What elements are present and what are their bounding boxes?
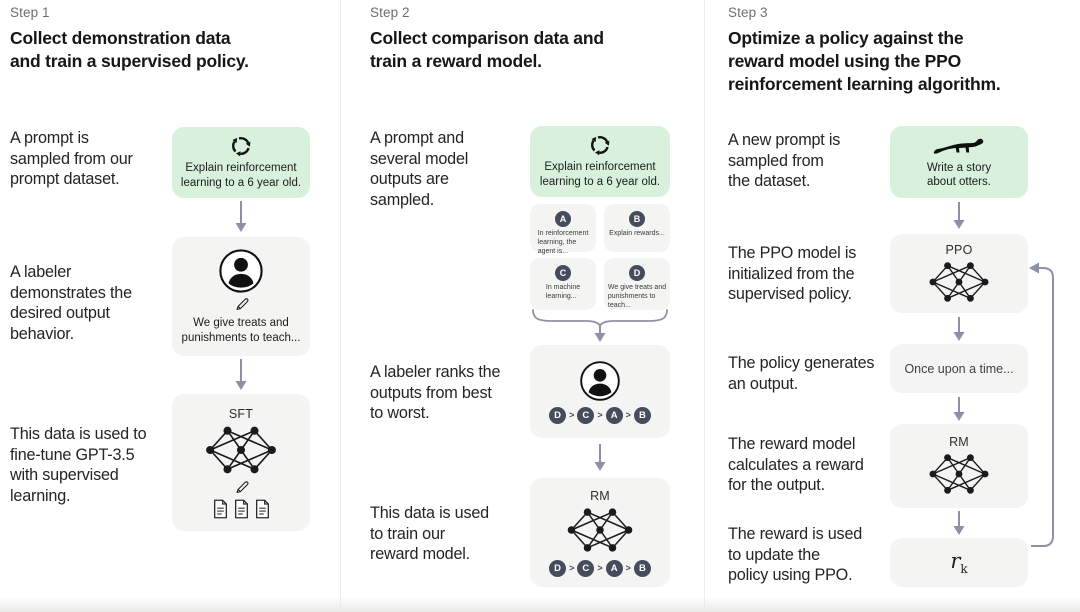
prompt-text: Explain reinforcement learning to a 6 ye…	[180, 162, 302, 189]
reward-symbol: rk	[950, 548, 968, 577]
step3-caption-reward: The reward model calculates a reward for…	[728, 435, 864, 495]
rank-badge: A	[605, 406, 623, 424]
neural-network-icon	[206, 426, 276, 473]
output-text: We give treats and punishments to teach.…	[607, 284, 667, 309]
model-label: SFT	[228, 406, 254, 421]
prompt-box-step2: Explain reinforcement learning to a 6 ye…	[530, 126, 670, 197]
output-badge: C	[555, 265, 571, 281]
column-divider	[340, 0, 341, 612]
step2-caption-training: This data is used to train our reward mo…	[370, 504, 489, 564]
arrow-down-icon	[953, 317, 965, 341]
step1-caption-labeler: A labeler demonstrates the desired outpu…	[10, 263, 132, 343]
rank-badge: C	[577, 559, 595, 577]
rank-separator: >	[625, 410, 631, 420]
step3-caption-update: The reward is used to update the policy …	[728, 525, 863, 585]
converge-brace-arrow	[532, 309, 668, 342]
labeler-ranking-box: D > C > A > B	[530, 345, 670, 438]
labeler-box-step1: We give treats and punishments to teach.…	[172, 237, 310, 356]
step3-caption-prompt: A new prompt is sampled from the dataset…	[728, 131, 841, 191]
output-box-d: D We give treats and punishments to teac…	[604, 258, 670, 310]
neural-network-icon	[567, 507, 633, 552]
user-icon	[219, 249, 263, 293]
step1-heading: Collect demonstration data and train a s…	[10, 28, 249, 71]
ranking-row: D > C > A > B	[549, 559, 651, 577]
rank-separator: >	[569, 410, 575, 420]
rank-badge: C	[577, 406, 595, 424]
policy-output-text: Once upon a time...	[904, 361, 1014, 376]
page-bottom-edge	[0, 597, 1080, 612]
output-badge: D	[629, 265, 645, 281]
neural-network-icon	[929, 261, 989, 302]
ppo-model-box: PPO	[890, 234, 1028, 313]
output-badge: A	[555, 211, 571, 227]
prompt-text: Write a story about otters.	[926, 161, 992, 188]
reward-value-box: rk	[890, 538, 1028, 587]
step3-caption-output: The policy generates an output.	[728, 354, 875, 393]
step2-caption-prompt: A prompt and several model outputs are s…	[370, 129, 469, 209]
step3-caption-init: The PPO model is initialized from the su…	[728, 244, 857, 304]
rank-badge: B	[633, 406, 651, 424]
arrow-down-icon	[235, 201, 247, 232]
step2-label: Step 2	[370, 5, 410, 20]
cycle-icon	[591, 136, 610, 156]
output-badge: B	[629, 211, 645, 227]
pencil-icon	[235, 298, 248, 311]
output-box-a: A In reinforcement learning, the agent i…	[530, 204, 596, 255]
prompt-box-step3: Write a story about otters.	[890, 126, 1028, 198]
column-divider	[704, 0, 705, 612]
rank-badge: D	[549, 559, 567, 577]
rank-separator: >	[569, 563, 575, 573]
arrow-down-icon	[953, 511, 965, 535]
otter-icon	[933, 138, 984, 154]
pencil-icon	[235, 480, 248, 493]
sft-model-box: SFT	[172, 394, 310, 531]
rank-badge: D	[549, 406, 567, 424]
arrow-down-icon	[594, 444, 606, 471]
prompt-text: Explain reinforcement learning to a 6 ye…	[539, 161, 661, 188]
rank-badge: B	[633, 559, 651, 577]
output-text: In reinforcement learning, the agent is.…	[537, 230, 589, 255]
output-box-b: B Explain rewards...	[604, 204, 670, 252]
user-icon	[580, 360, 620, 401]
step1-caption-finetune: This data is used to fine-tune GPT-3.5 w…	[10, 425, 147, 505]
documents-icon	[212, 499, 271, 519]
feedback-loop-arrow	[1029, 262, 1054, 547]
arrow-down-icon	[953, 397, 965, 421]
output-text: In machine learning...	[545, 284, 581, 300]
step1-label: Step 1	[10, 5, 50, 20]
model-label: PPO	[945, 242, 973, 257]
cycle-icon	[232, 137, 251, 157]
step3-heading: Optimize a policy against the reward mod…	[728, 28, 1001, 94]
step2-caption-ranking: A labeler ranks the outputs from best to…	[370, 363, 501, 423]
rank-separator: >	[597, 563, 603, 573]
model-label: RM	[590, 488, 610, 503]
rm-model-box-step3: RM	[890, 424, 1028, 508]
labeler-demo-text: We give treats and punishments to teach.…	[181, 317, 301, 344]
output-text: Explain rewards...	[609, 230, 665, 237]
step2-heading: Collect comparison data and train a rewa…	[370, 28, 604, 71]
rm-model-box: RM D > C > A > B	[530, 478, 670, 587]
model-label: RM	[949, 435, 969, 449]
step3-label: Step 3	[728, 5, 768, 20]
rank-separator: >	[597, 410, 603, 420]
policy-output-box: Once upon a time...	[890, 344, 1028, 393]
step1-caption-prompt: A prompt is sampled from our prompt data…	[10, 129, 133, 189]
arrow-down-icon	[953, 202, 965, 229]
rank-badge: A	[605, 559, 623, 577]
prompt-box-step1: Explain reinforcement learning to a 6 ye…	[172, 127, 310, 198]
rank-separator: >	[625, 563, 631, 573]
output-box-c: C In machine learning...	[530, 258, 596, 310]
ranking-row: D > C > A > B	[549, 406, 651, 424]
arrow-down-icon	[235, 359, 247, 390]
neural-network-icon	[929, 454, 989, 494]
